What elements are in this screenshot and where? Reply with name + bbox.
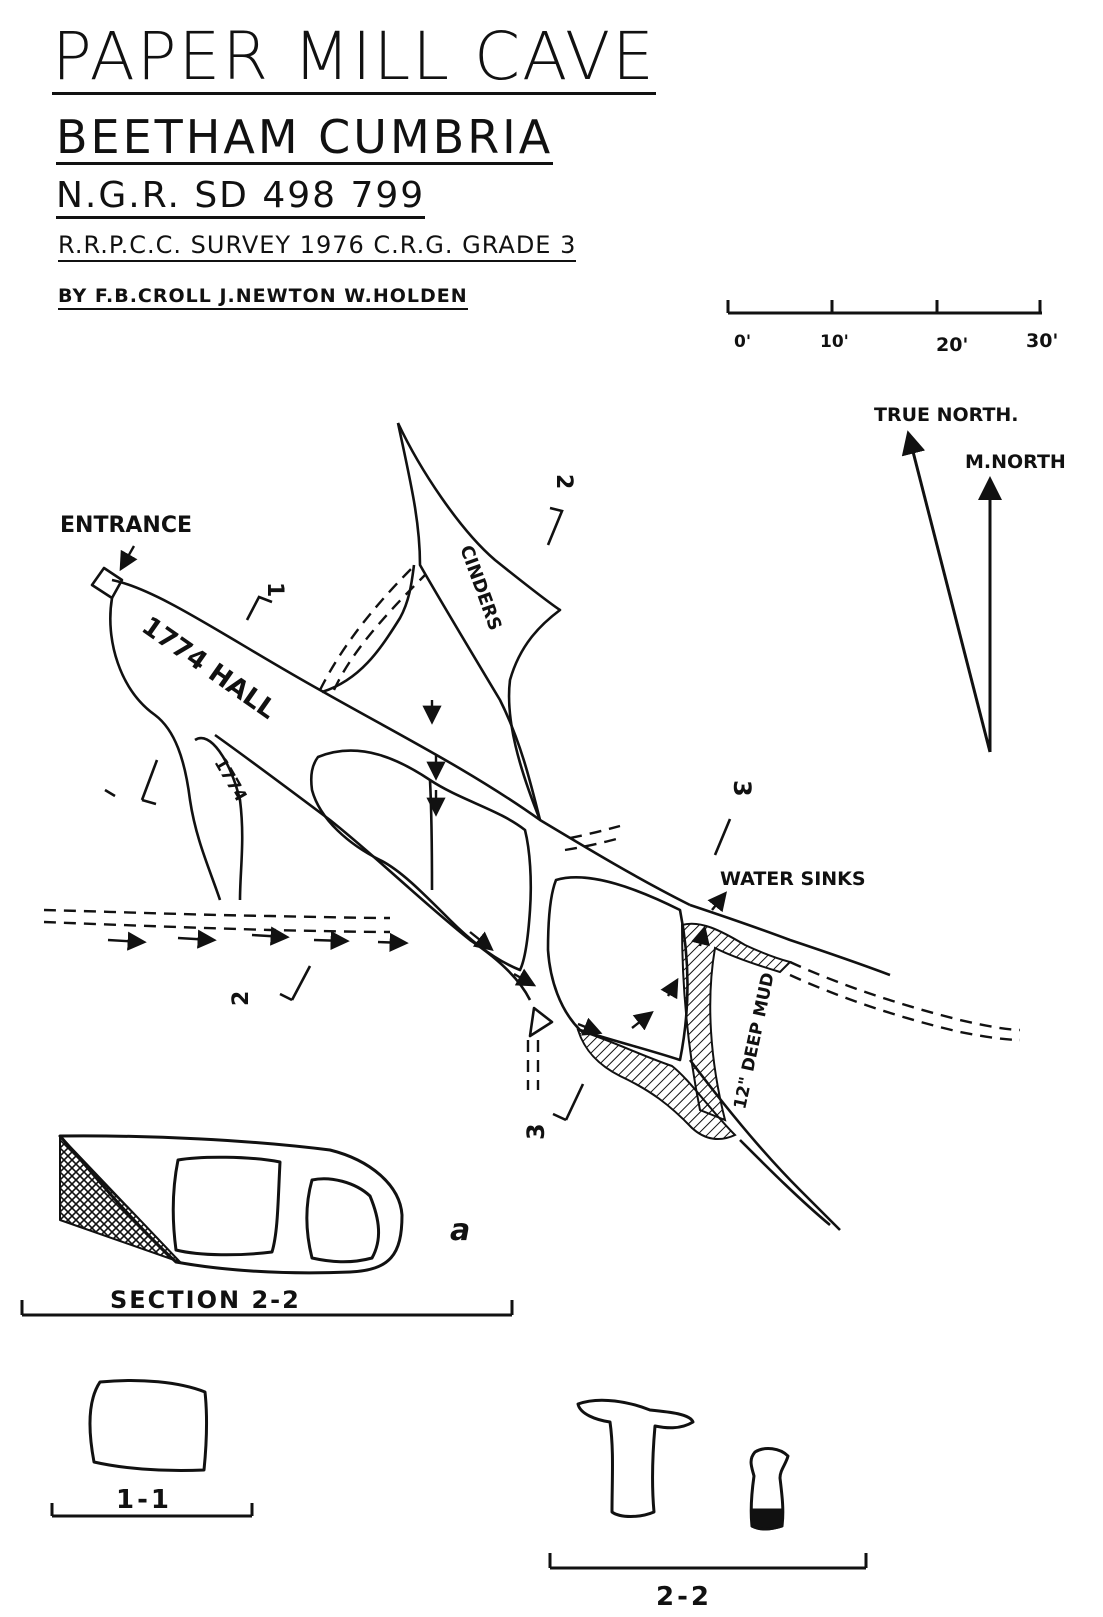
section-marker-1-top: 1 bbox=[262, 582, 287, 597]
section-marker-3-bottom: 3 bbox=[522, 1123, 550, 1140]
cave-passages bbox=[90, 422, 891, 1231]
scale-tick-10: 10' bbox=[820, 332, 849, 352]
section-marker-2-bottom: 2 bbox=[229, 991, 254, 1006]
long-section-letter: a bbox=[450, 1213, 470, 1248]
section-marker-2-top: 2 bbox=[551, 474, 576, 489]
scale-tick-20: 20' bbox=[936, 334, 968, 356]
hall-short-label: 1774 bbox=[210, 755, 251, 806]
section-lines bbox=[104, 506, 732, 1122]
long-section-drawing bbox=[58, 1134, 404, 1275]
section-2-2-label: 2-2 bbox=[656, 1582, 712, 1612]
flow-arrows bbox=[107, 545, 727, 1036]
section-1-1-label: 1-1 bbox=[116, 1485, 172, 1515]
entrance-label: ENTRANCE bbox=[60, 513, 192, 538]
survey-info: R.R.P.C.C. SURVEY 1976 C.R.G. GRADE 3 bbox=[58, 230, 577, 262]
scale-tick-30: 30' bbox=[1026, 330, 1058, 352]
section-marker-3-top: 3 bbox=[728, 780, 756, 797]
dashed-passages bbox=[43, 564, 1021, 1090]
section-1-1-drawing bbox=[50, 1378, 254, 1518]
scale-tick-0: 0' bbox=[734, 332, 751, 352]
cinders-label: CINDERS bbox=[455, 543, 505, 634]
magnetic-north-label: M.NORTH bbox=[965, 451, 1066, 473]
deep-mud-label: 12" DEEP MUD bbox=[730, 971, 778, 1111]
mud-areas bbox=[576, 922, 792, 1141]
long-section-baseline bbox=[20, 1300, 514, 1317]
water-sinks-label: WATER SINKS bbox=[720, 868, 866, 890]
hall-label: 1774 HALL bbox=[136, 611, 281, 725]
location-subtitle: BEETHAM CUMBRIA bbox=[56, 110, 554, 165]
scale-bar bbox=[726, 300, 1042, 315]
section-2-2-drawing bbox=[548, 1398, 868, 1570]
true-north-label: TRUE NORTH. bbox=[874, 404, 1019, 426]
survey-authors: BY F.B.CROLL J.NEWTON W.HOLDEN bbox=[58, 284, 468, 310]
survey-title: PAPER MILL CAVE bbox=[52, 18, 656, 95]
long-section-label: SECTION 2-2 bbox=[110, 1286, 301, 1314]
north-arrows bbox=[901, 430, 1002, 753]
grid-reference: N.G.R. SD 498 799 bbox=[56, 176, 426, 219]
